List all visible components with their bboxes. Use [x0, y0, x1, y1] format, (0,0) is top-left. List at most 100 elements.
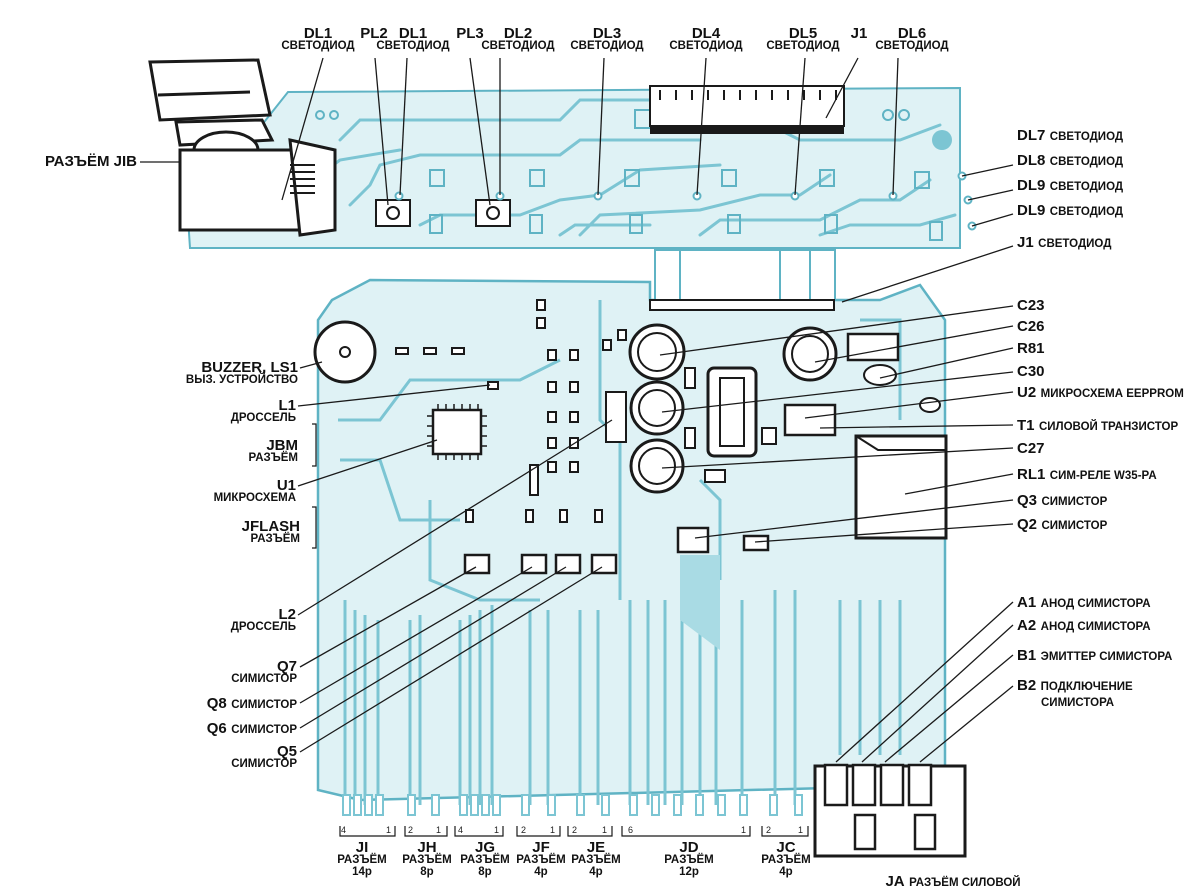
description: СВЕТОДИОД	[766, 40, 840, 52]
pin-jf-right: 1	[550, 825, 556, 835]
designator: Q6	[206, 720, 227, 737]
description: ЭМИТТЕР СИМИСТОРА	[1040, 651, 1173, 663]
label-b1: B1 ЭМИТТЕР СИМИСТОРА	[1017, 648, 1172, 664]
description: СВЕТОДИОД	[1049, 131, 1124, 143]
label-j1-top: J1	[851, 26, 868, 41]
label-q8: Q8 СИМИСТОР	[207, 696, 297, 712]
pin-count: 4р	[589, 865, 603, 878]
description: СИМИСТОР	[1041, 496, 1108, 508]
description: ДРОССЕЛЬ	[230, 412, 296, 424]
designator: JH	[417, 839, 437, 856]
designator: BUZZER, LS1	[201, 359, 298, 376]
pin-jh-right: 1	[436, 825, 442, 835]
designator: PL3	[456, 25, 484, 42]
designator: C23	[1017, 297, 1045, 314]
description: РАЗЪЁМ	[761, 854, 811, 866]
designator: Q3	[1017, 492, 1038, 509]
designator: J1	[850, 25, 868, 42]
description: СВЕТОДИОД	[1038, 238, 1112, 250]
pin-ji-right: 1	[386, 825, 392, 835]
designator: DL5	[788, 25, 818, 42]
pin-je-left: 2	[572, 825, 578, 835]
pin-count: 12р	[679, 865, 699, 878]
designator: RL1	[1017, 466, 1046, 483]
jib-connector	[148, 58, 337, 237]
designator: A2	[1017, 617, 1037, 634]
description: СИМИСТОРА	[1041, 697, 1115, 709]
designator: B1	[1017, 647, 1037, 664]
designator: Q2	[1017, 516, 1038, 533]
designator: JC	[776, 839, 796, 856]
designator: J1	[1017, 234, 1034, 251]
designator: DL2	[503, 25, 533, 42]
designator: JE	[586, 839, 606, 856]
label-a1: A1 АНОД СИМИСТОРА	[1017, 595, 1151, 611]
pin-jc-right: 1	[798, 825, 804, 835]
description: МИКРОСХЕМА	[213, 492, 296, 504]
description: АНОД СИМИСТОРА	[1040, 598, 1151, 610]
description: ВЫЗ. УСТРОЙСТВО	[185, 374, 298, 386]
description: РАЗЪЁМ	[337, 854, 387, 866]
description: РАЗЪЁМ	[248, 452, 298, 464]
designator: DL6	[897, 25, 927, 42]
description: РАЗЪЁМ	[402, 854, 452, 866]
description: РАЗЪЁМ	[460, 854, 510, 866]
description: СВЕТОДИОД	[481, 40, 555, 52]
pin-jg-right: 1	[494, 825, 500, 835]
description: ДРОССЕЛЬ	[230, 621, 296, 633]
description: РАЗЪЁМ	[571, 854, 621, 866]
description: СИМ-РЕЛЕ W35-PA	[1049, 470, 1157, 482]
description: СВЕТОДИОД	[669, 40, 743, 52]
pin-jh-left: 2	[408, 825, 414, 835]
description: СВЕТОДИОД	[1049, 181, 1124, 193]
designator: JD	[679, 839, 699, 856]
designator: РАЗЪЁМ JIB	[45, 153, 137, 170]
label-b2-cont: СИМИСТОРА	[1041, 694, 1114, 710]
label-q6: Q6 СИМИСТОР	[207, 721, 297, 737]
description: ПОДКЛЮЧЕНИЕ	[1040, 681, 1133, 693]
pin-jg-left: 4	[458, 825, 464, 835]
description: СВЕТОДИОД	[1049, 156, 1124, 168]
designator: DL8	[1017, 152, 1046, 169]
label-ja: JA РАЗЪЁМ СИЛОВОЙ	[885, 874, 1020, 890]
designator: JFLASH	[241, 518, 300, 535]
description: РАЗЪЁМ	[516, 854, 566, 866]
designator: A1	[1017, 594, 1037, 611]
description: РАЗЪЁМ	[250, 533, 300, 545]
pin-jc-left: 2	[766, 825, 772, 835]
pin-count: 4р	[534, 865, 548, 878]
designator: U2	[1017, 384, 1037, 401]
label-rl1: RL1 СИМ-РЕЛЕ W35-PA	[1017, 467, 1157, 483]
designator: PL2	[360, 25, 388, 42]
label-q3: Q3 СИМИСТОР	[1017, 493, 1107, 509]
label-pl2: PL2	[360, 26, 388, 41]
label-c27: C27	[1017, 441, 1045, 457]
description: РАЗЪЁМ СИЛОВОЙ	[909, 877, 1021, 889]
label-dl7: DL7 СВЕТОДИОД	[1017, 128, 1123, 144]
designator: JG	[474, 839, 496, 856]
pin-jd-right: 1	[741, 825, 747, 835]
description: СИМИСТОР	[231, 673, 297, 685]
pin-count: 8р	[478, 865, 492, 878]
description: СВЕТОДИОД	[281, 40, 355, 52]
label-q2: Q2 СИМИСТОР	[1017, 517, 1107, 533]
designator: DL1	[303, 25, 333, 42]
label-u2: U2 МИКРОСХЕМА EEPPROM	[1017, 385, 1184, 401]
pin-count: 8р	[420, 865, 434, 878]
label-j1-right: J1 СВЕТОДИОД	[1017, 235, 1111, 251]
label-pl3: PL3	[456, 26, 484, 41]
label-t1: T1 СИЛОВОЙ ТРАНЗИСТОР	[1017, 418, 1178, 434]
